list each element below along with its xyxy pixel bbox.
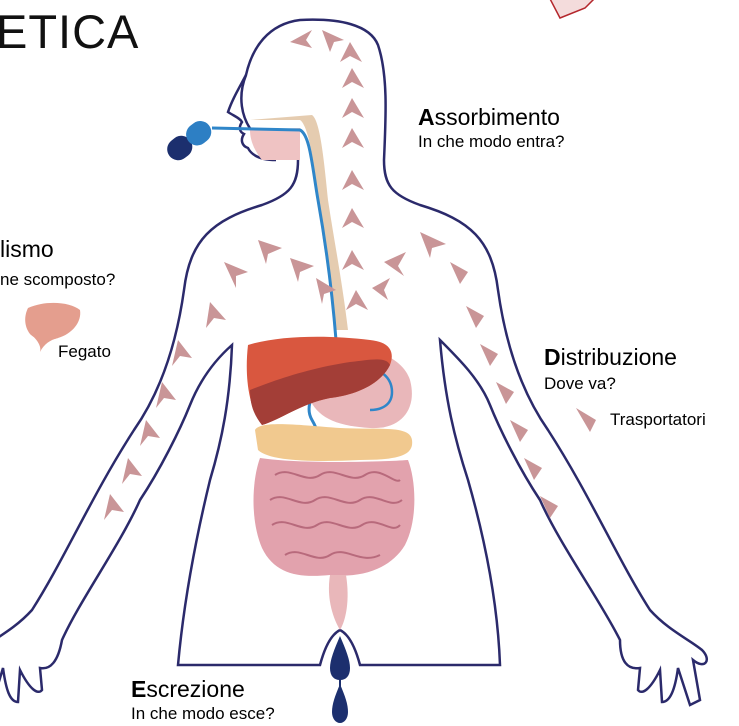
arrow-icon xyxy=(122,458,142,484)
small-intestine xyxy=(254,458,415,576)
absorption-heading: Assorbimento xyxy=(418,104,560,131)
arrow-icon xyxy=(342,208,364,228)
excretion-initial: E xyxy=(131,676,146,702)
arrow-icon xyxy=(384,252,406,276)
distribution-initial: D xyxy=(544,344,561,370)
absorption-initial: A xyxy=(418,104,435,130)
arrow-icon xyxy=(290,30,312,48)
arrow-icon xyxy=(224,262,248,288)
arrow-icon xyxy=(466,306,484,328)
excretion-heading: Escrezione xyxy=(131,676,245,703)
pill-icon xyxy=(163,117,216,165)
arrow-icon xyxy=(342,98,364,118)
arrow-icon xyxy=(480,344,498,366)
absorption-rest: ssorbimento xyxy=(435,104,560,130)
arrow-icon xyxy=(172,340,192,366)
absorption-question: In che modo entra? xyxy=(418,132,564,152)
distribution-question: Dove va? xyxy=(544,374,616,394)
arrow-icon xyxy=(104,494,124,520)
mouth-area xyxy=(250,128,300,160)
rectum xyxy=(329,575,348,630)
excretion-question: In che modo esce? xyxy=(131,704,275,724)
arrow-icon xyxy=(496,382,514,404)
arrow-icon xyxy=(420,232,446,258)
arrow-icon xyxy=(342,68,364,88)
liver-label: Fegato xyxy=(58,342,111,362)
arrow-icon xyxy=(576,408,596,432)
arrow-icon xyxy=(258,240,282,264)
arrow-icon xyxy=(372,278,390,300)
arrow-icon xyxy=(342,170,364,190)
arrow-icon xyxy=(340,42,362,62)
distribution-heading: Distribuzione xyxy=(544,344,677,371)
metabolism-question: ne scomposto? xyxy=(0,270,115,290)
page-title: ETICA xyxy=(0,4,139,59)
arrow-icon xyxy=(322,30,344,52)
arrow-icon xyxy=(450,262,468,284)
transporters-label: Trasportatori xyxy=(610,410,706,430)
arrow-icon xyxy=(206,302,226,328)
arrow-icon xyxy=(290,258,314,282)
colon xyxy=(255,424,412,461)
arrow-icon xyxy=(346,290,368,310)
heart-shape xyxy=(548,0,598,18)
arrow-icon xyxy=(342,250,364,270)
arrow-icon xyxy=(510,420,528,442)
distribution-rest: istribuzione xyxy=(561,344,677,370)
arrow-icon xyxy=(140,420,160,446)
metabolism-heading: lismo xyxy=(0,236,54,263)
excretion-rest: screzione xyxy=(146,676,244,702)
arrow-icon xyxy=(342,128,364,148)
